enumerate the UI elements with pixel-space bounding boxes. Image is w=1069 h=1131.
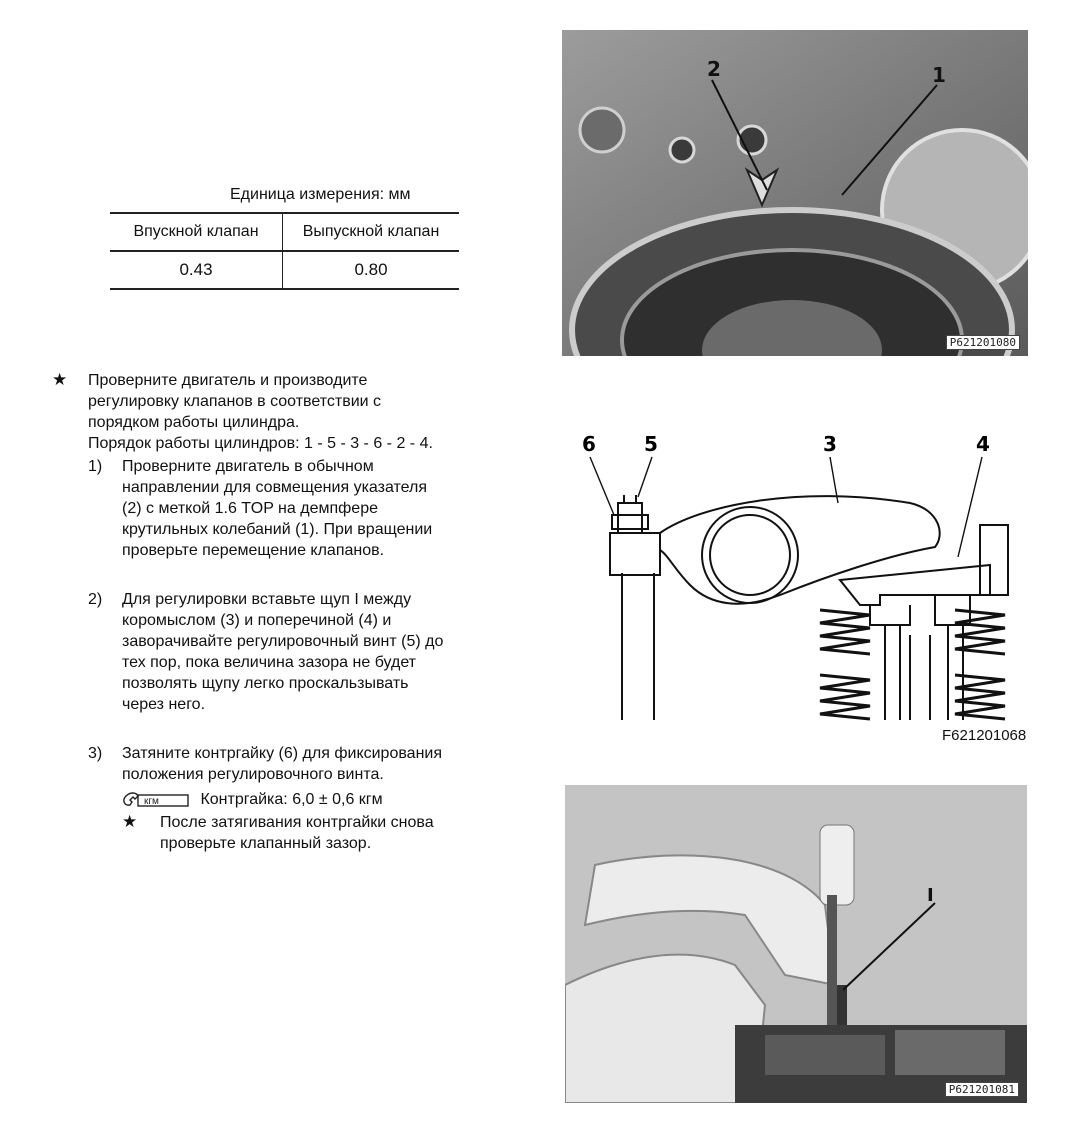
table-cell-exhaust-value: 0.80 (282, 250, 459, 290)
diagram-code: F621201068 (942, 727, 1027, 744)
step-line: крутильных колебаний (1). При вращении (122, 521, 433, 538)
step-2-text: Для регулировки вставьте щуп I между кор… (122, 589, 522, 715)
note-line: проверьте клапанный зазор. (160, 835, 372, 852)
torque-value: Контргайка: 6,0 ± 0,6 кгм (200, 791, 383, 808)
damper-photo: 2 1 P621201080 (562, 30, 1028, 356)
damper-photo-illustration: 2 1 (562, 30, 1028, 356)
callout-1: 1 (932, 63, 946, 87)
step-line: тех пор, пока величина зазора не будет (122, 654, 417, 671)
step-line: Проверните двигатель в обычном (122, 458, 374, 475)
adjustment-photo-illustration: I (565, 785, 1027, 1103)
step-number: 1) (88, 458, 103, 475)
callout-4: 4 (976, 432, 990, 456)
procedure-intro: Проверните двигатель и производите регул… (88, 370, 518, 454)
unit-caption: Единица измерения: мм (230, 186, 411, 203)
step-number: 2) (88, 591, 103, 608)
callout-I: I (927, 885, 934, 906)
star-icon: ★ (122, 812, 138, 831)
torque-wrench-icon: кгм (123, 792, 189, 807)
photo-code: P621201080 (945, 335, 1020, 350)
adjustment-photo: I P621201081 (565, 785, 1027, 1103)
callout-2: 2 (707, 57, 721, 81)
note-line: После затягивания контргайки снова (160, 814, 434, 831)
table-cell-intake-value: 0.43 (110, 250, 283, 290)
table-header-intake: Впускной клапан (110, 212, 283, 251)
step-line: заворачивайте регулировочный винт (5) до (122, 633, 444, 650)
callout-6: 6 (582, 432, 596, 456)
firing-order: Порядок работы цилиндров: 1 - 5 - 3 - 6 … (88, 435, 433, 452)
callout-3: 3 (823, 432, 837, 456)
step-number: 3) (88, 745, 103, 762)
torque-spec: кгм Контргайка: 6,0 ± 0,6 кгм (122, 789, 383, 810)
torque-unit: кгм (144, 796, 159, 807)
intro-line: Проверните двигатель и производите (88, 372, 368, 389)
intro-line: порядком работы цилиндра. (88, 414, 300, 431)
step-1-text: Проверните двигатель в обычном направлен… (122, 456, 522, 561)
rocker-arm-diagram: 6 5 3 4 (582, 432, 1009, 721)
intro-line: регулировку клапанов в соответствии с (88, 393, 382, 410)
recheck-note: После затягивания контргайки снова прове… (160, 812, 520, 854)
step-line: (2) с меткой 1.6 TOP на демпфере (122, 500, 378, 517)
valve-clearance-table: Впускной клапан Выпускной клапан 0.43 0.… (110, 212, 459, 290)
table-header-exhaust: Выпускной клапан (282, 212, 459, 251)
step-line: через него. (122, 696, 206, 713)
callout-5: 5 (644, 432, 658, 456)
step-3-text: Затяните контргайку (6) для фиксирования… (122, 743, 532, 785)
star-icon: ★ (52, 370, 68, 389)
step-line: позволять щупу легко проскальзывать (122, 675, 409, 692)
step-line: Для регулировки вставьте щуп I между (122, 591, 412, 608)
step-line: коромыслом (3) и поперечиной (4) и (122, 612, 392, 629)
step-line: Затяните контргайку (6) для фиксирования (122, 745, 443, 762)
step-line: проверьте перемещение клапанов. (122, 542, 385, 559)
photo-code: P621201081 (944, 1082, 1019, 1097)
step-line: направлении для совмещения указателя (122, 479, 428, 496)
step-line: положения регулировочного винта. (122, 766, 384, 783)
